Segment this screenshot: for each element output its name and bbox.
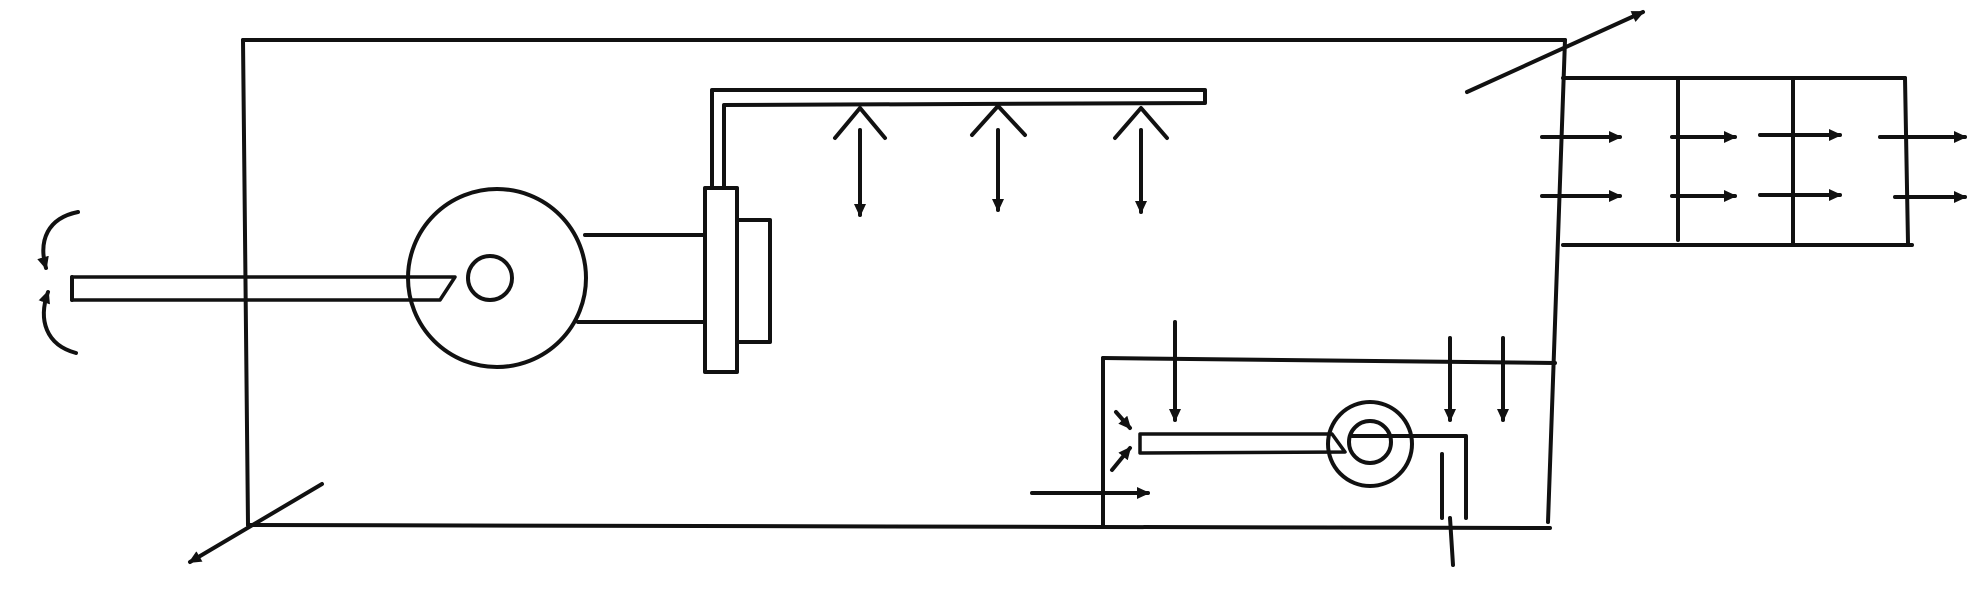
filter-arrows-row-2 — [1540, 189, 1967, 203]
fan-duct — [576, 233, 707, 324]
spray-nozzle-2 — [970, 104, 1027, 212]
inlet-arrow — [188, 482, 324, 564]
lower-down-arrows — [1169, 320, 1509, 422]
rotation-arrow-top — [37, 210, 80, 270]
pump-inlet-arrows — [1110, 410, 1132, 472]
side-block — [703, 186, 772, 374]
spray-nozzle-1 — [833, 106, 887, 217]
shaft-rod — [70, 275, 457, 302]
spray-nozzle-3 — [1113, 106, 1169, 214]
housing-box — [241, 38, 1567, 530]
spray-pipe — [710, 88, 1207, 190]
small-pump — [1138, 400, 1468, 567]
filter-grid — [1561, 76, 1914, 247]
filter-arrows-row-1 — [1540, 129, 1967, 143]
exhaust-arrow — [1465, 10, 1645, 94]
rotation-arrow-bottom — [38, 290, 78, 355]
fan-disc — [406, 187, 588, 369]
lower-compartment — [1101, 356, 1557, 527]
